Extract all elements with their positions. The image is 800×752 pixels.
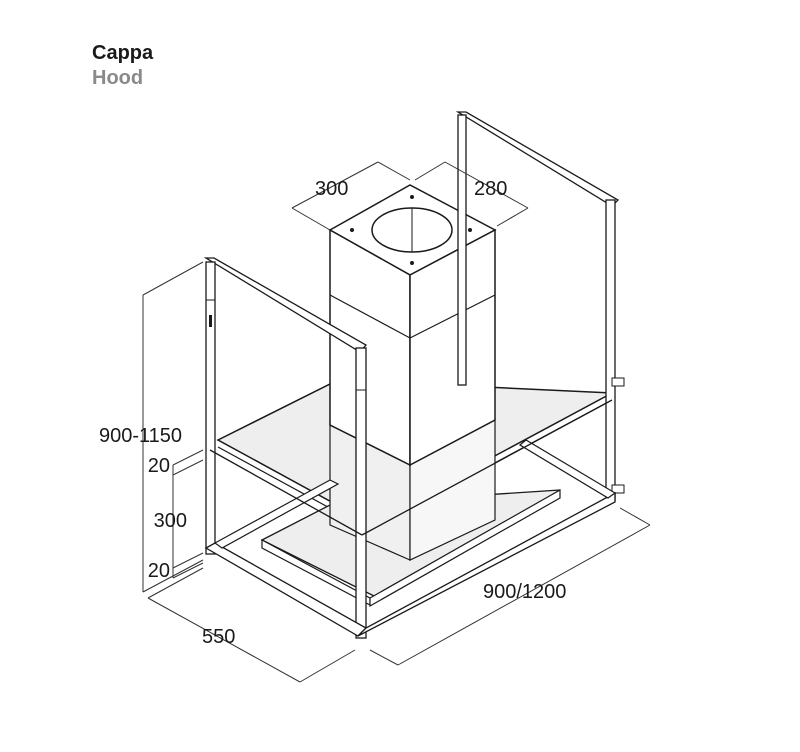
screw-icon (468, 228, 472, 232)
frame-post (457, 114, 467, 386)
frame-post (355, 347, 367, 639)
dimension-label-chimney-width: 300 (315, 178, 348, 200)
screw-icon (410, 261, 414, 265)
chimney-joint-line (329, 294, 411, 339)
frame-shelf-rail (361, 399, 613, 536)
frame-top-bar-left (203, 257, 368, 353)
hood-bottom-plate-front (369, 488, 561, 608)
frame-bottom-back-rail (213, 479, 340, 549)
dimension-label-frame-height: 300 (154, 510, 187, 532)
dimension-label-bottom-offset: 20 (148, 560, 170, 582)
frame-bracket (611, 484, 625, 494)
dimension-label-top-offset: 20 (148, 455, 170, 477)
dimension-label-chimney-depth: 280 (474, 178, 507, 200)
screw-icon (350, 228, 354, 232)
screw-icon (410, 195, 414, 199)
frame-top-bar-right (455, 111, 620, 207)
chimney-joint-line (409, 294, 496, 339)
frame-bottom-right-rail (518, 439, 617, 499)
product-subtitle: Hood (92, 67, 144, 89)
frame-post (205, 261, 216, 555)
dimension-label-depth: 550 (202, 626, 235, 648)
frame-bracket (611, 377, 625, 387)
frame-post (605, 199, 616, 501)
dimension-chimney-depth (414, 161, 529, 227)
frame-slot-icon (209, 315, 212, 327)
dimension-chimney-width (291, 161, 411, 231)
product-title: Cappa (92, 42, 154, 64)
dimension-width (369, 507, 651, 666)
chimney-right-face (409, 228, 496, 467)
dimension-frame-stack (172, 449, 204, 579)
dimension-label-width: 900/1200 (483, 581, 566, 603)
dimension-depth (147, 567, 356, 683)
frame-shelf-rail (209, 449, 363, 536)
dimension-label-height: 900-1150 (99, 425, 182, 447)
